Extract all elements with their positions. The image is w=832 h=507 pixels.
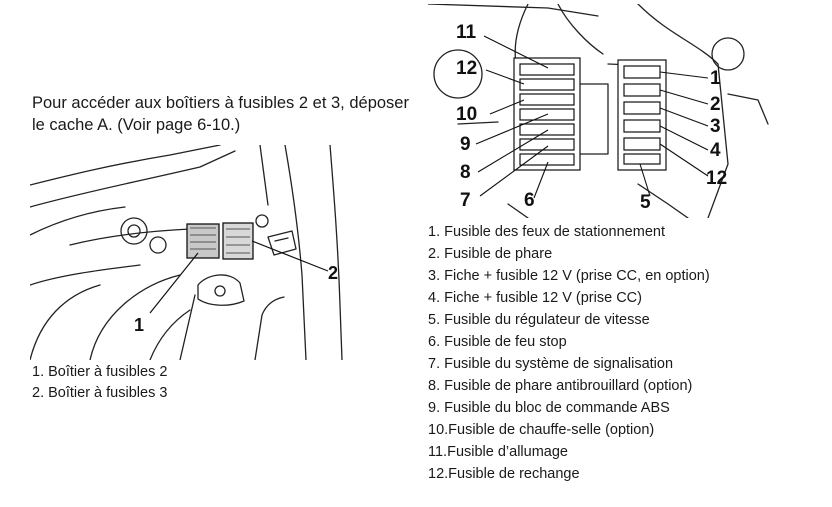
callout-2: 2 <box>710 94 721 115</box>
callout-9: 9 <box>460 134 471 155</box>
legend-item: 2. Fusible de phare <box>428 246 553 262</box>
callout-8: 8 <box>460 162 471 183</box>
callout-2: 2 <box>328 263 338 283</box>
callout-1: 1 <box>134 315 144 335</box>
callout-7: 7 <box>460 190 471 211</box>
legend-item: 9. Fusible du bloc de commande ABS <box>428 400 670 416</box>
legend-item: 1. Fusible des feux de stationnement <box>428 224 665 240</box>
fuse-box-location-illustration: 1 2 <box>30 145 343 360</box>
legend-item: 3. Fiche + fusible 12 V (prise CC, en op… <box>428 268 710 284</box>
callout-12-right: 12 <box>706 168 727 189</box>
legend-item: 11.Fusible d’allumage <box>428 444 568 460</box>
callout-10: 10 <box>456 104 477 125</box>
legend-item: 1. Boîtier à fusibles 2 <box>32 364 168 380</box>
legend-item: 10.Fusible de chauffe-selle (option) <box>428 422 655 438</box>
legend-item: 6. Fusible de feu stop <box>428 334 567 350</box>
fuse-box-detail-illustration: 11 12 10 9 8 7 6 5 1 2 3 4 12 <box>428 4 769 218</box>
legend-item: 4. Fiche + fusible 12 V (prise CC) <box>428 290 642 306</box>
right-legend: 1. Fusible des feux de stationnement 2. … <box>428 221 710 485</box>
callout-4: 4 <box>710 140 721 161</box>
legend-item: 2. Boîtier à fusibles 3 <box>32 385 168 401</box>
callout-11: 11 <box>456 22 477 43</box>
left-legend: 1. Boîtier à fusibles 2 2. Boîtier à fus… <box>32 362 167 404</box>
legend-item: 7. Fusible du système de signalisation <box>428 356 674 372</box>
intro-paragraph: Pour accéder aux boîtiers à fusibles 2 e… <box>32 94 409 134</box>
legend-item: 8. Fusible de phare antibrouillard (opti… <box>428 378 693 394</box>
callout-3: 3 <box>710 116 721 137</box>
callout-12-top: 12 <box>456 58 477 79</box>
callout-5: 5 <box>640 192 651 213</box>
legend-item: 12.Fusible de rechange <box>428 466 580 482</box>
callout-6: 6 <box>524 190 535 211</box>
legend-item: 5. Fusible du régulateur de vitesse <box>428 312 650 328</box>
callout-1: 1 <box>710 68 721 89</box>
